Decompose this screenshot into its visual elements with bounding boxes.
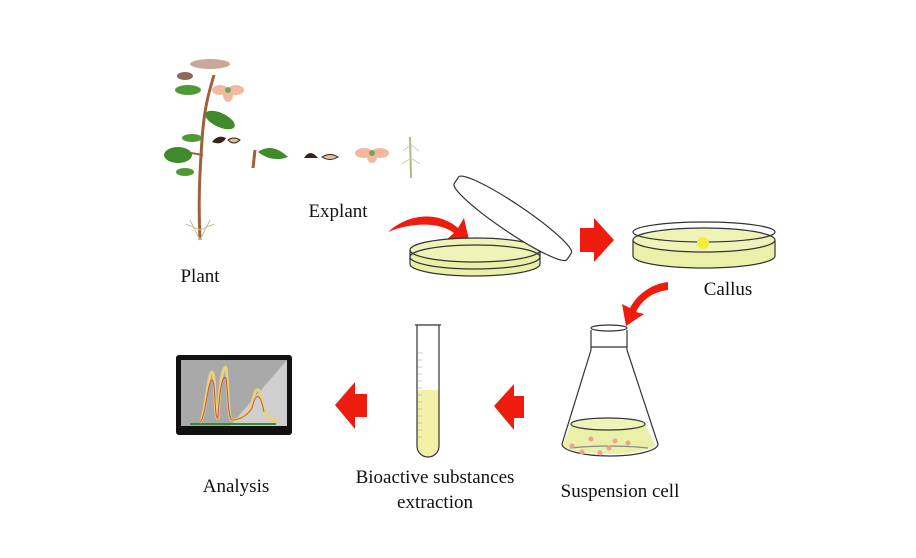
callus-petri-dish — [632, 221, 776, 269]
explant-pieces — [251, 136, 421, 179]
plant-illustration — [164, 59, 244, 241]
label-suspension-cell: Suspension cell — [560, 481, 680, 502]
label-extraction: extraction — [397, 492, 473, 513]
label-explant: Explant — [308, 201, 368, 222]
curved-arrow-callus-to-flask — [622, 282, 668, 326]
test-tube — [415, 324, 441, 458]
label-analysis: Analysis — [202, 476, 270, 497]
open-petri-dish — [409, 175, 573, 277]
analysis-monitor — [176, 355, 292, 435]
label-plant: Plant — [180, 266, 220, 287]
arrow-right — [580, 218, 614, 262]
erlenmeyer-flask — [561, 324, 659, 457]
label-bioactive-substances: Bioactive substances — [355, 467, 515, 488]
arrow-left — [335, 382, 367, 429]
arrow-left — [494, 384, 524, 430]
label-callus: Callus — [703, 279, 753, 300]
curved-arrow-explant-to-dish — [388, 216, 470, 244]
